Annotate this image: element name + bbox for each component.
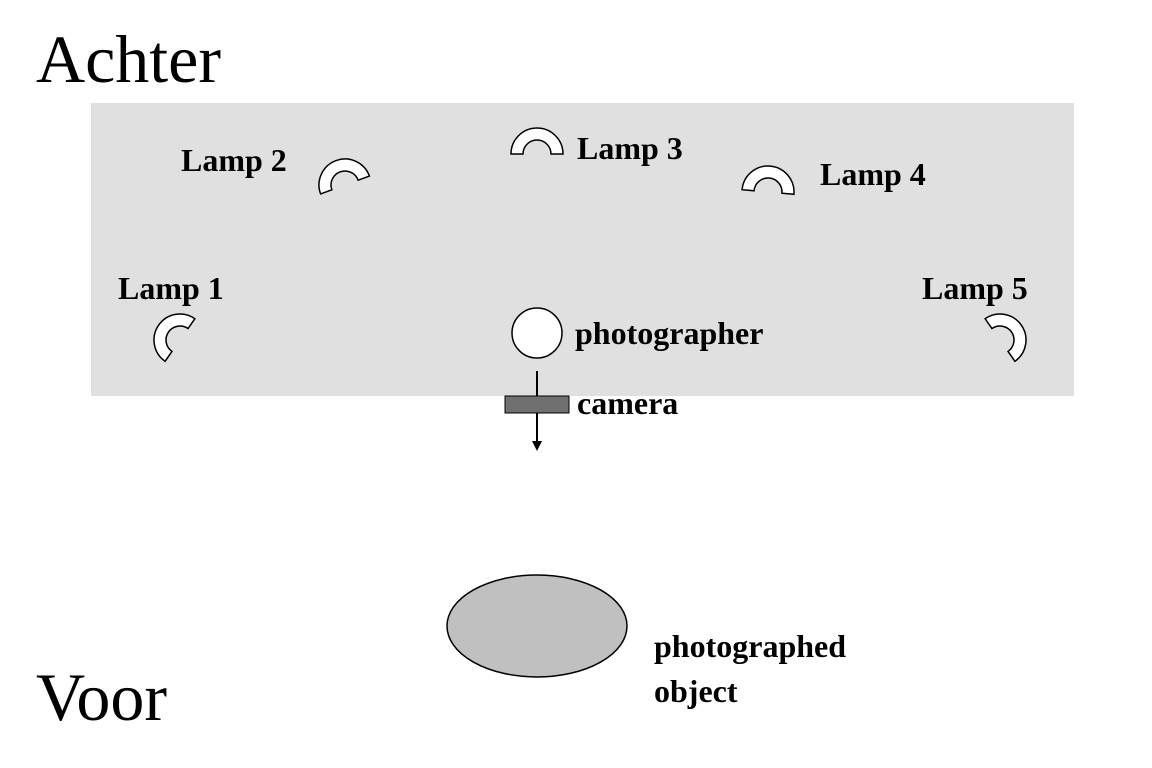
lamp-2-icon: [318, 158, 371, 195]
photographed-object-shape: [446, 574, 628, 678]
back-label: Achter: [36, 21, 221, 97]
lamp-5-icon: [984, 313, 1027, 363]
camera-icon: [504, 395, 570, 414]
lamp-3-label: Lamp 3: [577, 130, 683, 166]
front-label: Voor: [36, 659, 167, 735]
camera-label: camera: [577, 385, 678, 421]
photographer-icon: [511, 307, 563, 359]
back-area: [91, 103, 1074, 396]
lamp-4-label: Lamp 4: [820, 156, 926, 192]
photographer-label: photographer: [575, 315, 763, 351]
lamp-1-label: Lamp 1: [118, 270, 224, 306]
lamp-3-icon: [510, 127, 564, 155]
lamp-2-label: Lamp 2: [181, 142, 287, 178]
lamp-5-label: Lamp 5: [922, 270, 1028, 306]
lamp-1-icon: [153, 313, 196, 363]
photographed-object-label-line1: photographed: [654, 628, 846, 664]
photographed-object-label-line2: object: [654, 673, 738, 709]
lamp-4-icon: [741, 165, 795, 196]
